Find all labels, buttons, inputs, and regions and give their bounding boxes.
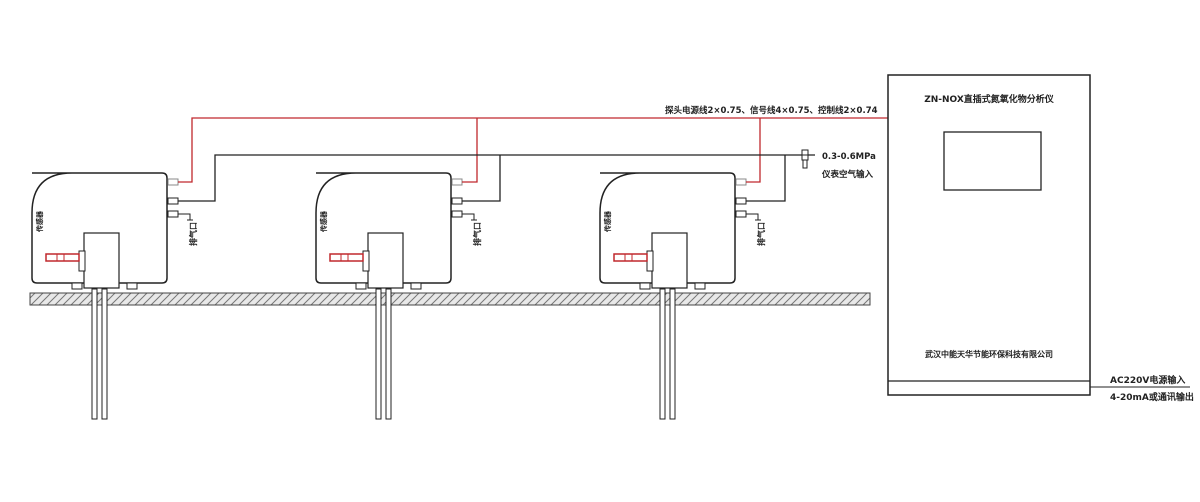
exhaust-label-2: 排气口 (472, 222, 482, 246)
analyzer-cabinet: ZN-NOX直插式氮氧化物分析仪 武汉中能天华节能环保科技有限公司 (887, 74, 1091, 396)
sensor-label-3: 传感器 (603, 210, 612, 233)
analyzer-title: ZN-NOX直插式氮氧化物分析仪 (924, 93, 1055, 105)
probe-cable (178, 117, 888, 183)
air-line (178, 154, 815, 202)
sensor-label-1: 传感器 (35, 210, 44, 233)
signal-output-label: 4-20mA或通讯输出 (1110, 391, 1194, 403)
air-filter-icon (798, 149, 812, 169)
sensor-label-2: 传感器 (319, 210, 328, 233)
company-name: 武汉中能天华节能环保科技有限公司 (925, 349, 1053, 359)
ground-foundation (29, 292, 871, 306)
exhaust-label-3: 排气口 (756, 222, 766, 246)
analyzer-display (943, 131, 1042, 191)
exhaust-label-1: 排气口 (188, 222, 198, 246)
air-pressure-label: 0.3-0.6MPa (822, 152, 876, 162)
air-input-label: 仪表空气输入 (821, 169, 874, 180)
power-input-label: AC220V电源输入 (1110, 374, 1185, 386)
cable-spec-label: 探头电源线2×0.75、信号线4×0.75、控制线2×0.74 (665, 105, 878, 116)
